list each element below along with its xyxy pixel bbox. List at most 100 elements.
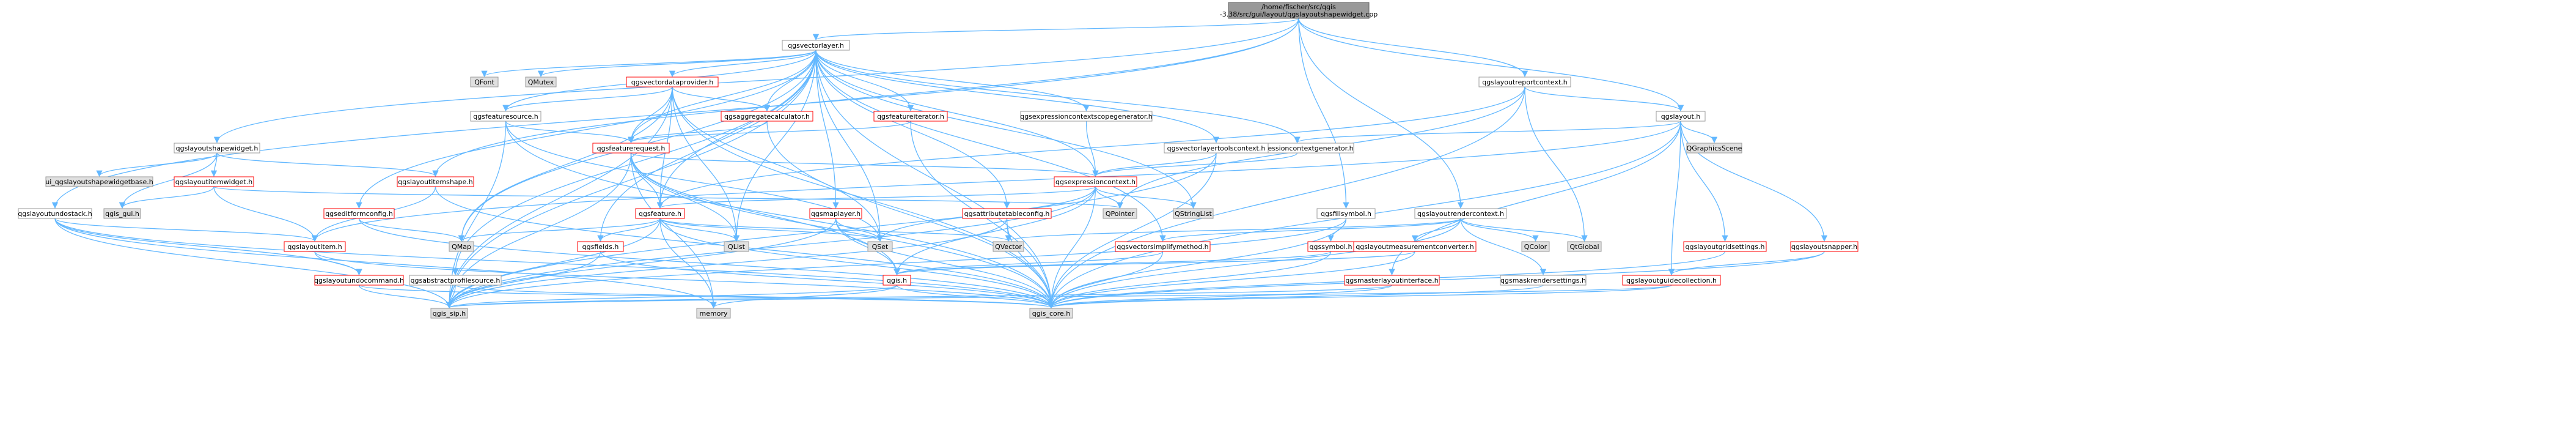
node-label: qgslayoutsnapper.h <box>1791 243 1857 251</box>
edge-qgsmaplayer-to-qgis_core <box>835 218 1055 309</box>
node-qgslayoutitem[interactable]: qgslayoutitem.h <box>284 241 346 252</box>
node-qgslayoutitemshape[interactable]: qgslayoutitemshape.h <box>397 176 474 187</box>
node-qgslayoutsnapper[interactable]: qgslayoutsnapper.h <box>1790 241 1859 252</box>
node-QGraphicsScene[interactable]: QGraphicsScene <box>1686 143 1742 154</box>
node-box <box>1316 208 1376 219</box>
node-box <box>782 40 850 51</box>
edge-layer <box>51 18 1828 309</box>
node-QPointer[interactable]: QPointer <box>1103 208 1137 219</box>
node-box <box>809 208 862 219</box>
node-label: qgsmasterlayoutinterface.h <box>1345 277 1438 284</box>
node-qgsattributetableconfig[interactable]: qgsattributetableconfig.h <box>962 208 1052 219</box>
edge-qgsvectorlayer-to-qgsexpressioncontext <box>815 50 1099 177</box>
node-box <box>867 241 893 252</box>
node-qgsvectordataprovider[interactable]: qgsvectordataprovider.h <box>626 76 719 87</box>
node-qgsabstractprofilesource[interactable]: qgsabstractprofilesource.h <box>409 275 502 286</box>
node-qgslayoutundostack[interactable]: qgslayoutundostack.h <box>18 208 92 219</box>
node-qgslayoutundocommand[interactable]: qgslayoutundocommand.h <box>314 275 404 286</box>
edge-qgsfeature-to-QVector <box>659 218 1011 242</box>
edge-qgslayoutrendercontext-to-QgsGlobal <box>1460 218 1588 242</box>
node-qgslayoutreportcontext[interactable]: qgslayoutreportcontext.h <box>1478 76 1571 87</box>
node-qgseditformconfig[interactable]: qgseditformconfig.h <box>323 208 395 219</box>
edge-qgsvectorlayer-to-qgsexpressioncontextscopegenerator <box>815 50 1090 112</box>
node-ui_qgslayoutshapewidgetbase[interactable]: ui_qgslayoutshapewidgetbase.h <box>45 176 153 187</box>
node-label: qgsvectordataprovider.h <box>631 78 713 86</box>
node-qgis[interactable]: qgis.h <box>883 275 911 286</box>
node-qgsexpressioncontext[interactable]: qgsexpressioncontext.h <box>1054 176 1137 187</box>
node-qgsmasterlayoutinterface[interactable]: qgsmasterlayoutinterface.h <box>1344 275 1440 286</box>
node-box <box>873 111 948 122</box>
node-box <box>470 76 499 87</box>
node-QVector[interactable]: QVector <box>993 241 1024 252</box>
node-qgsfeaturesource[interactable]: qgsfeaturesource.h <box>470 111 541 122</box>
node-box <box>721 111 813 122</box>
node-qgslayoutmeasurementconverter[interactable]: qgslayoutmeasurementconverter.h <box>1353 241 1477 252</box>
edge-qgsmasterlayoutinterface-to-qgis_sip <box>446 284 1393 309</box>
node-qgis_sip[interactable]: qgis_sip.h <box>430 308 468 319</box>
node-label: qgslayoutitemwidget.h <box>175 178 252 186</box>
node-label: QVector <box>995 243 1022 251</box>
node-QSet[interactable]: QSet <box>867 241 893 252</box>
node-qgsvectorlayertoolscontext[interactable]: qgsvectorlayertoolscontext.h <box>1164 143 1269 154</box>
node-qgsfillsymbol[interactable]: qgsfillsymbol.h <box>1316 208 1376 219</box>
edge-qgsvectordataprovider-to-qgsfeaturesource <box>502 86 673 112</box>
node-qgsfields[interactable]: qgsfields.h <box>577 241 624 252</box>
node-memory[interactable]: memory <box>696 308 731 319</box>
node-qgsvectorsimplifymethod[interactable]: qgsvectorsimplifymethod.h <box>1115 241 1211 252</box>
edge-qgsfeature-to-QSet <box>659 218 884 242</box>
edge-qgslayoutitemwidget-to-QPointer <box>213 186 1123 209</box>
edge-qgslayoutreportcontext-to-qgsfeature <box>656 86 1525 209</box>
edge-qgslayout-to-qgslayoutitem <box>312 121 1681 242</box>
node-qgslayoutgridsettings[interactable]: qgslayoutgridsettings.h <box>1683 241 1767 252</box>
node-qgslayoutguidecollection[interactable]: qgslayoutguidecollection.h <box>1622 275 1721 286</box>
node-QMap[interactable]: QMap <box>449 241 474 252</box>
node-qgslayoutshapewidget[interactable]: qgslayoutshapewidget.h <box>174 143 260 154</box>
edge-qgsvectordataprovider-to-qgsaggregatecalculator <box>672 86 771 112</box>
node-label: qgsmaskrendersettings.h <box>1500 277 1586 284</box>
node-qgsfeaturerequest[interactable]: qgsfeaturerequest.h <box>592 143 670 154</box>
node-box <box>592 143 670 154</box>
node-QFont[interactable]: QFont <box>470 76 499 87</box>
edge-qgslayoutundostack-to-memory <box>54 218 717 309</box>
node-label: qgslayoutguidecollection.h <box>1626 277 1717 284</box>
node-root[interactable]: /home/fischer/src/qgis-3.38/src/gui/layo… <box>1220 2 1378 19</box>
edge-root-to-qgslayoutshapewidget <box>213 18 1299 144</box>
node-qgsmaskrendersettings[interactable]: qgsmaskrendersettings.h <box>1500 275 1587 286</box>
node-qgslayoutitemwidget[interactable]: qgslayoutitemwidget.h <box>174 176 254 187</box>
node-box <box>883 275 911 286</box>
edge-qgseditformconfig-to-qgis_core <box>358 218 1055 309</box>
node-label: qgis_sip.h <box>433 310 466 318</box>
node-qgsaggregatecalculator[interactable]: qgsaggregatecalculator.h <box>721 111 813 122</box>
edge-qgsvectorlayer-to-qgsmaplayer <box>815 50 839 209</box>
node-qgsfeatureiterator[interactable]: qgsfeatureiterator.h <box>873 111 948 122</box>
node-qgsexpressioncontextscopegenerator[interactable]: qgsexpressioncontextscopegenerator.h <box>1020 111 1153 122</box>
node-qgssymbol[interactable]: qgssymbol.h <box>1307 241 1354 252</box>
node-qgsvectorlayer[interactable]: qgsvectorlayer.h <box>782 40 850 51</box>
node-box <box>1020 111 1153 122</box>
node-label: qgsaggregatecalculator.h <box>724 113 810 121</box>
edge-qgsvectorlayer-to-QStringList <box>815 50 1197 209</box>
node-box <box>103 208 141 219</box>
node-qgslayoutrendercontext[interactable]: qgslayoutrendercontext.h <box>1414 208 1507 219</box>
node-label: qgslayoutundocommand.h <box>314 277 404 284</box>
node-box <box>397 176 474 187</box>
edge-qgis-to-qgis_core <box>896 284 1055 309</box>
node-QMutex[interactable]: QMutex <box>525 76 557 87</box>
node-qgis_gui[interactable]: qgis_gui.h <box>103 208 141 219</box>
node-label: qgslayoutitem.h <box>287 243 342 251</box>
node-label: qgsattributetableconfig.h <box>964 210 1050 218</box>
node-qgsfeature[interactable]: qgsfeature.h <box>635 208 685 219</box>
node-box <box>1115 241 1211 252</box>
edge-qgslayoutundostack-to-qgis_core <box>54 218 1054 309</box>
node-qgis_core[interactable]: qgis_core.h <box>1029 308 1073 319</box>
node-QgsGlobal[interactable]: QtGlobal <box>1567 241 1602 252</box>
node-QStringList[interactable]: QStringList <box>1173 208 1214 219</box>
node-QColor[interactable]: QColor <box>1521 241 1550 252</box>
node-qgslayout[interactable]: qgslayout.h <box>1656 111 1706 122</box>
node-QList[interactable]: QList <box>724 241 749 252</box>
edge-qgslayoutshapewidget-to-qgslayoutitemshape <box>216 152 439 177</box>
node-box <box>1164 143 1269 154</box>
node-qgsmaplayer[interactable]: qgsmaplayer.h <box>809 208 862 219</box>
node-label: memory <box>700 310 728 318</box>
